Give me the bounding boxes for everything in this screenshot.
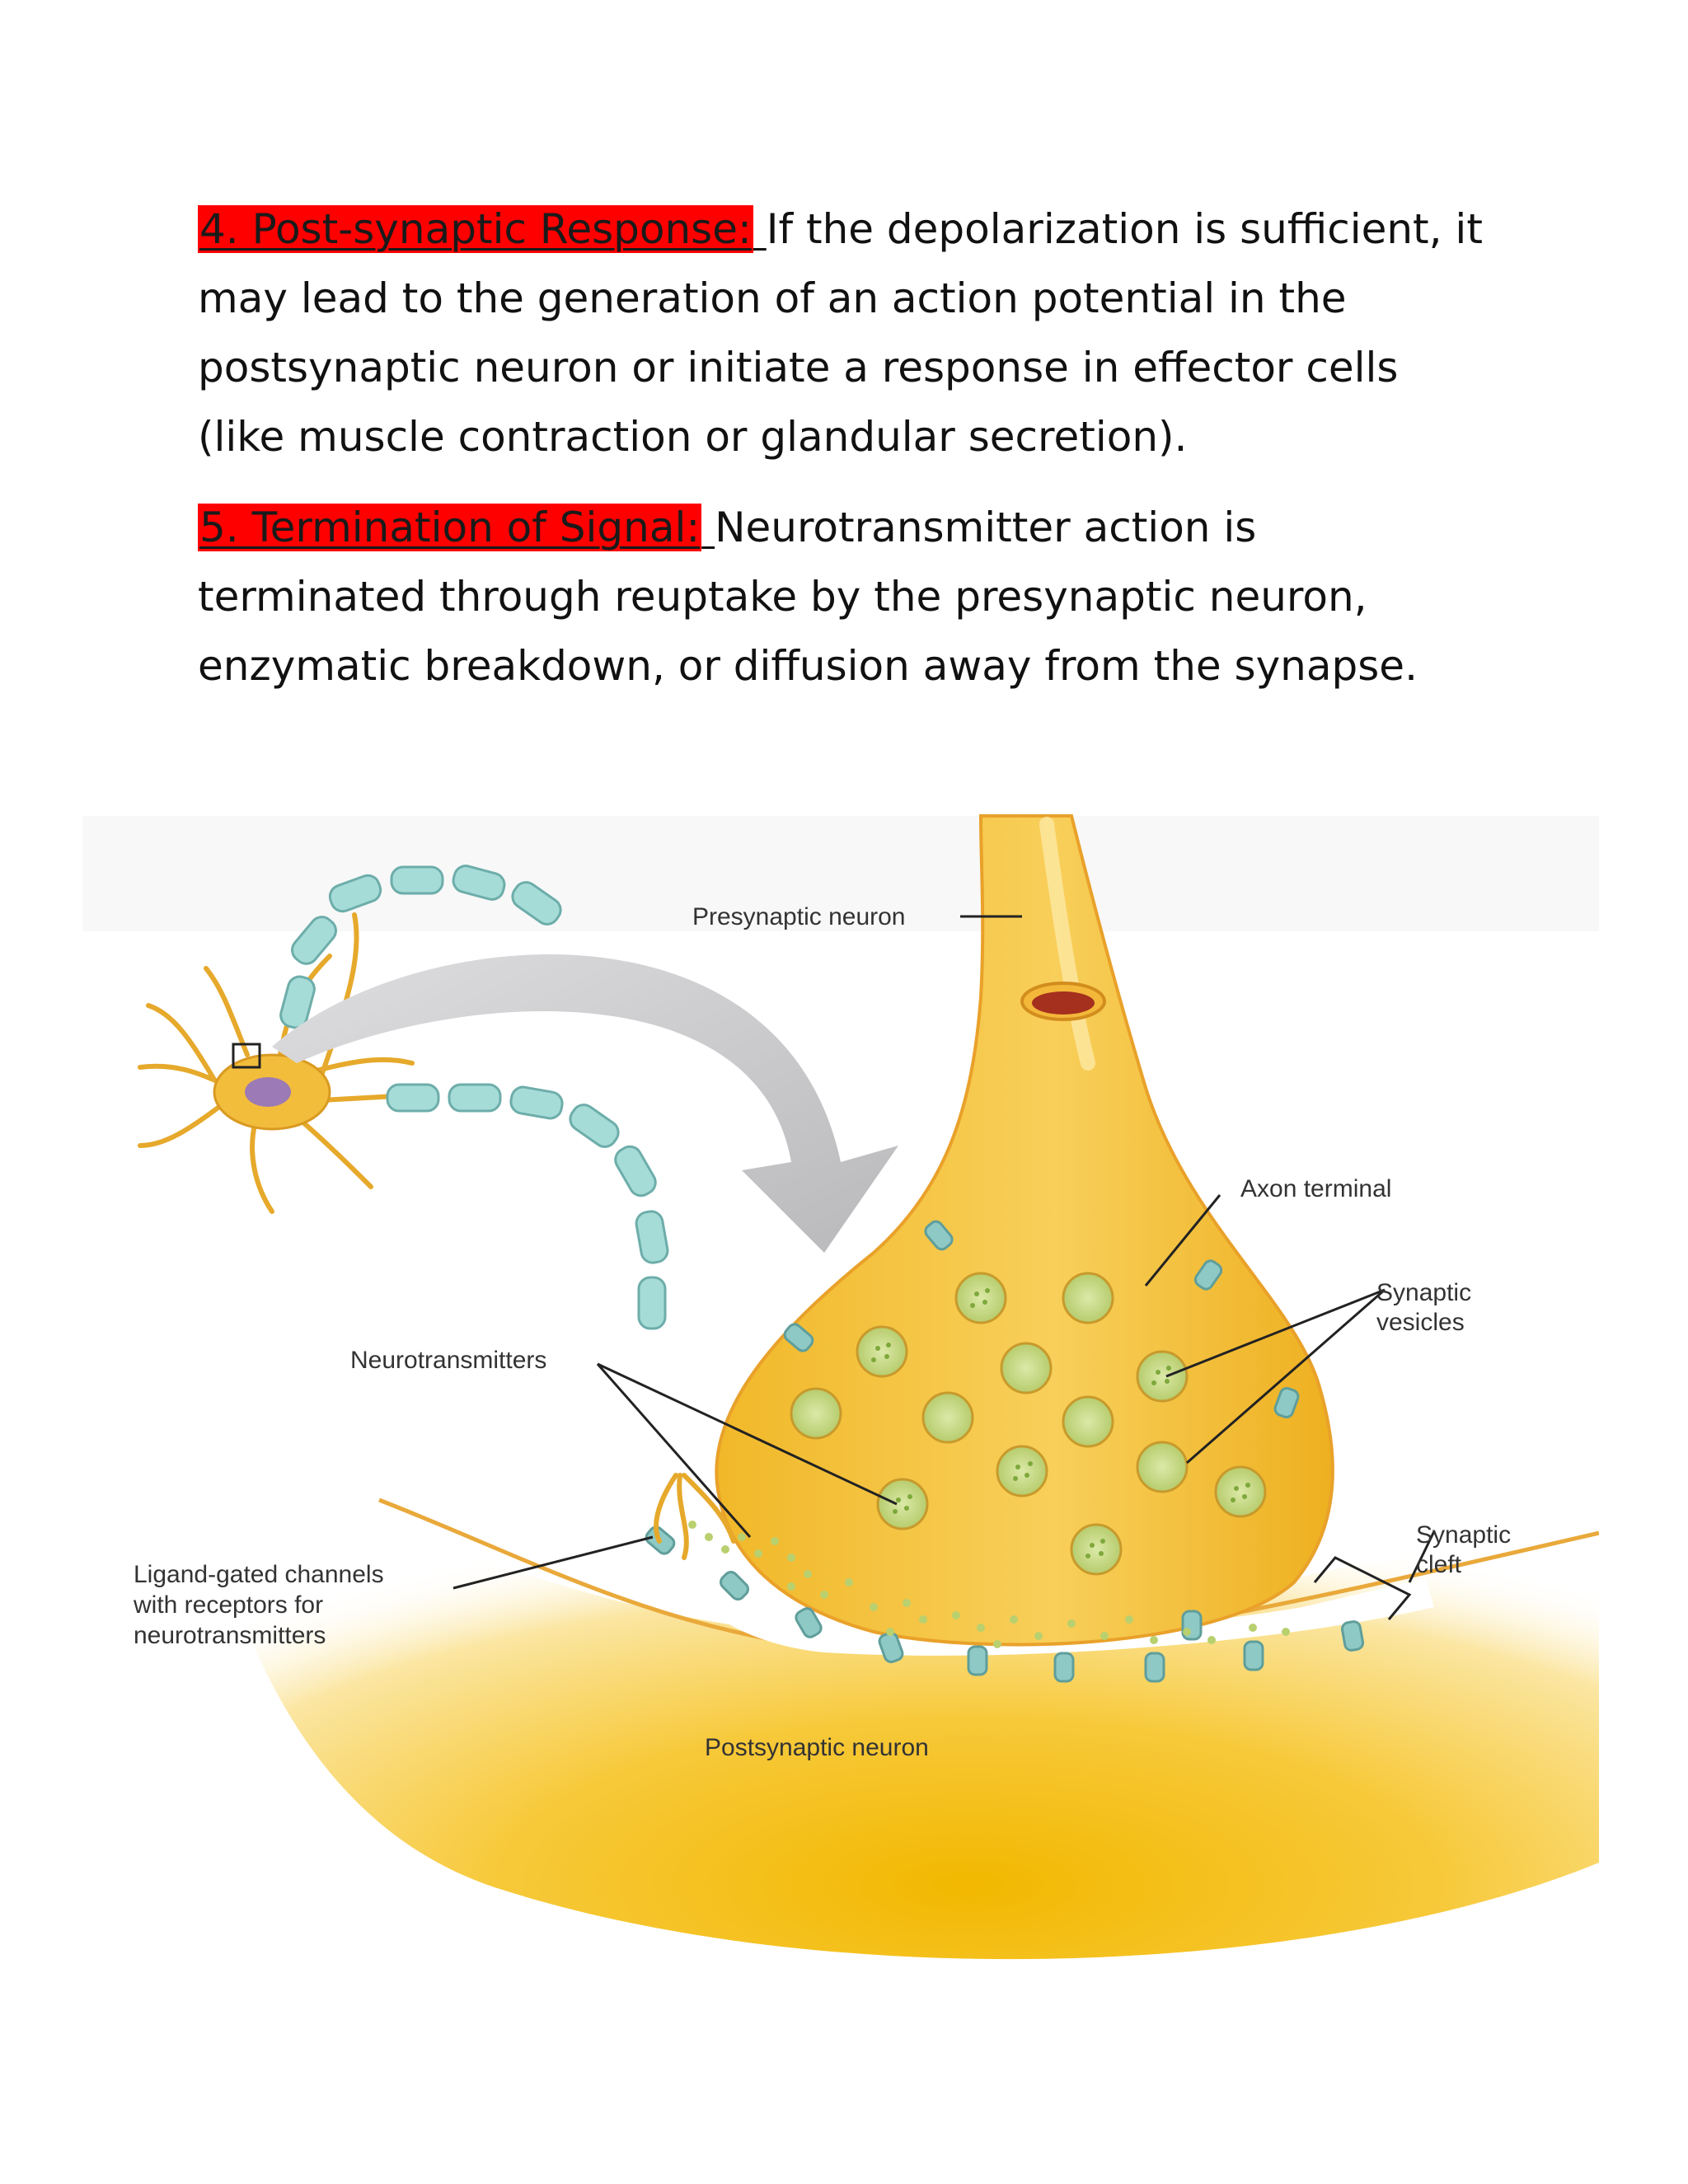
heading-post-synaptic-response: 4. Post-synaptic Response: xyxy=(198,205,753,253)
label-presynaptic-neuron: Presynaptic neuron xyxy=(692,903,906,930)
label-synaptic-cleft-line1: Synaptic xyxy=(1416,1521,1511,1549)
paragraph-body-termination: Neurotransmitter action is terminated th… xyxy=(198,504,1418,690)
label-postsynaptic-neuron: Postsynaptic neuron xyxy=(705,1734,929,1761)
label-synaptic-cleft-line2: cleft xyxy=(1416,1551,1462,1578)
presynaptic-neuron-shape xyxy=(715,814,1334,1647)
synapse-illustration: Presynaptic neuron Axon terminal Synapti… xyxy=(82,791,1599,1961)
label-synaptic-vesicles-line2: vesicles xyxy=(1376,1309,1465,1336)
label-neurotransmitters: Neurotransmitters xyxy=(350,1347,546,1374)
label-axon-terminal: Axon terminal xyxy=(1240,1175,1391,1202)
synapse-diagram: Presynaptic neuron Axon terminal Synapti… xyxy=(82,791,1599,1961)
paragraph-body-post-synaptic: If the depolarization is sufficient, it … xyxy=(198,205,1483,461)
label-synaptic-vesicles-line1: Synaptic xyxy=(1376,1279,1471,1306)
paragraph-post-synaptic-response: 4. Post-synaptic Response: If the depola… xyxy=(198,194,1484,471)
label-ligand-gated-line2: with receptors for xyxy=(133,1591,323,1619)
synaptic-vesicles-icons xyxy=(790,1272,1267,1576)
heading-termination-of-signal: 5. Termination of Signal: xyxy=(198,504,702,551)
label-ligand-gated-line3: neurotransmitters xyxy=(134,1622,326,1649)
presynaptic-channels xyxy=(783,1220,1300,1641)
neurotransmitter-molecules xyxy=(688,1521,1290,1648)
label-leader-lines xyxy=(452,915,1436,1620)
zoom-arrow-icon xyxy=(272,954,898,1253)
paragraph-termination-of-signal: 5. Termination of Signal: Neurotransmitt… xyxy=(198,493,1484,701)
label-ligand-gated-line1: Ligand-gated channels xyxy=(134,1561,384,1588)
neuron-overview-icon xyxy=(138,865,736,1560)
